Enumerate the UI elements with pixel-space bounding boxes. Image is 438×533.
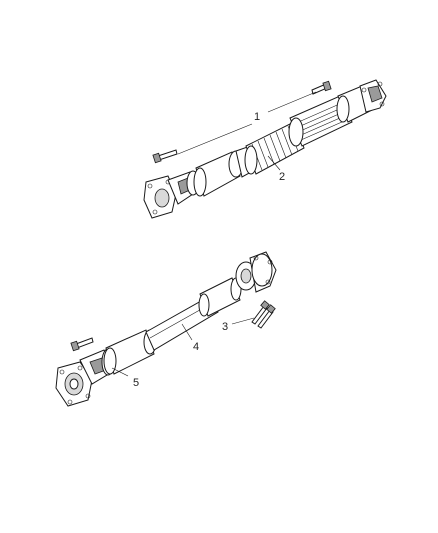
callout-4-leader [181,323,193,341]
front-shaft-flange-right [235,251,277,293]
callout-4-label: 4 [193,341,199,353]
rear-flange-bolt-left [152,149,178,164]
callout-5-label: 5 [133,377,139,389]
front-flange-bolt [70,337,94,352]
rear-shaft-end-tube [336,79,387,123]
front-shaft-flange-left [55,361,93,407]
callout-1-label: 1 [254,111,260,123]
callout-5-leader [111,367,129,377]
front-shaft-sleeve [198,277,242,317]
callout-2-leader [267,155,281,171]
callout-3-label: 3 [222,321,228,333]
rear-flange-bolt-right [311,80,332,95]
callout-2-label: 2 [279,171,285,183]
front-drive-shaft-assembly [55,251,277,407]
callout-1-leaders [177,91,317,155]
flange-bolts-pair [251,300,276,329]
rear-drive-shaft-assembly [143,79,387,219]
rear-shaft-flange-left [143,175,177,219]
rear-shaft-splined-tube [288,95,353,147]
callout-3-leader [231,317,255,325]
